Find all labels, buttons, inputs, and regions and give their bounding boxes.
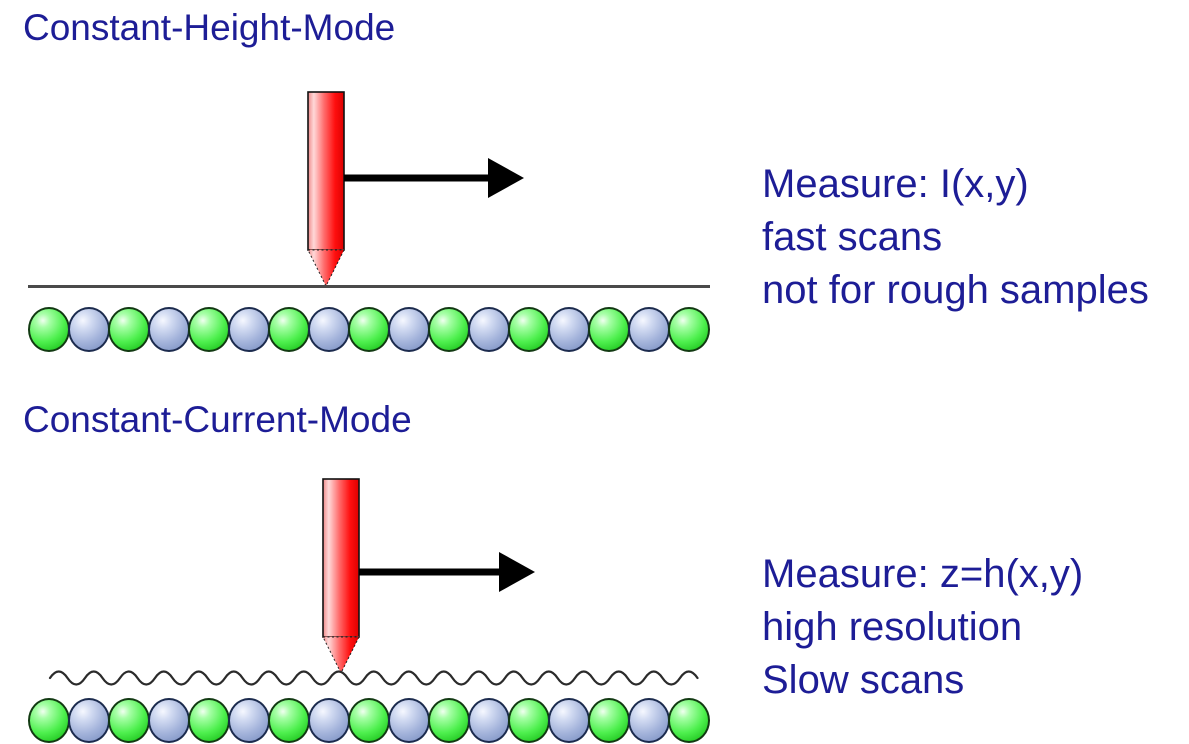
sample-surface-line-flat	[28, 285, 710, 288]
atom-sphere-green	[108, 698, 150, 743]
notes-constant-height: Measure: I(x,y) fast scans not for rough…	[762, 158, 1149, 317]
atom-sphere-blue	[68, 698, 110, 743]
note-slow-scans: Slow scans	[762, 658, 965, 702]
note-not-rough-samples: not for rough samples	[762, 268, 1149, 312]
stm-tip-icon	[307, 91, 345, 288]
atom-sphere-blue	[148, 307, 190, 352]
atom-sphere-blue	[468, 307, 510, 352]
note-high-resolution: high resolution	[762, 605, 1023, 649]
atom-sphere-blue	[388, 698, 430, 743]
notes-constant-current: Measure: z=h(x,y) high resolution Slow s…	[762, 548, 1083, 707]
scan-direction-arrow-icon	[359, 552, 535, 592]
atom-sphere-green	[508, 698, 550, 743]
atom-sphere-green	[348, 698, 390, 743]
atom-sphere-blue	[628, 698, 670, 743]
note-measure-zhxy: Measure: z=h(x,y)	[762, 552, 1084, 596]
section-title-constant-height: Constant-Height-Mode	[23, 7, 396, 48]
atom-sphere-green	[588, 307, 630, 352]
atom-row-top	[28, 307, 710, 352]
atom-sphere-green	[428, 698, 470, 743]
atom-sphere-green	[428, 307, 470, 352]
sample-surface-line-wavy	[48, 670, 699, 686]
atom-sphere-blue	[148, 698, 190, 743]
atom-sphere-blue	[468, 698, 510, 743]
atom-sphere-green	[348, 307, 390, 352]
atom-sphere-blue	[308, 698, 350, 743]
atom-sphere-blue	[228, 307, 270, 352]
atom-sphere-green	[188, 307, 230, 352]
atom-sphere-green	[268, 307, 310, 352]
atom-sphere-green	[668, 307, 710, 352]
atom-sphere-blue	[548, 698, 590, 743]
atom-sphere-blue	[548, 307, 590, 352]
atom-sphere-blue	[228, 698, 270, 743]
section-title-constant-current: Constant-Current-Mode	[23, 399, 412, 440]
atom-sphere-green	[588, 698, 630, 743]
atom-sphere-green	[28, 698, 70, 743]
note-fast-scans: fast scans	[762, 215, 943, 259]
atom-sphere-blue	[628, 307, 670, 352]
atom-sphere-green	[28, 307, 70, 352]
atom-sphere-blue	[308, 307, 350, 352]
stm-tip-icon	[322, 478, 360, 675]
note-measure-ixy: Measure: I(x,y)	[762, 162, 1029, 206]
atom-row-bottom	[28, 698, 710, 743]
atom-sphere-blue	[388, 307, 430, 352]
atom-sphere-green	[268, 698, 310, 743]
atom-sphere-green	[188, 698, 230, 743]
atom-sphere-green	[508, 307, 550, 352]
atom-sphere-green	[108, 307, 150, 352]
atom-sphere-green	[668, 698, 710, 743]
scan-direction-arrow-icon	[344, 158, 524, 198]
atom-sphere-blue	[68, 307, 110, 352]
